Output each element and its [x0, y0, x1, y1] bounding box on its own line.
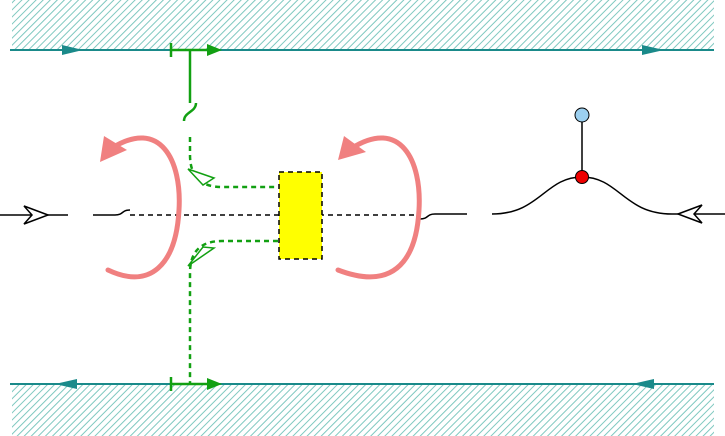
left-curved-loop-arrow-icon: [100, 135, 182, 280]
green-dashed-lower-path: [187, 239, 278, 384]
top-wall: [10, 0, 714, 55]
bump-curve: [491, 107, 725, 224]
top-wall-arrow-right-icon: [642, 45, 664, 55]
upper-open-arrow-icon: [187, 168, 216, 186]
top-wall-arrow-left-icon: [62, 45, 83, 55]
top-wall-hatch: [12, 0, 714, 50]
green-dashed-upper-path: [187, 137, 278, 189]
bottom-wall-arrow-left-icon: [55, 379, 77, 389]
top-break-mark-icon: [182, 102, 198, 122]
bottom-wall-arrow-right-icon: [632, 379, 654, 389]
axis-left-open-arrow-icon: [23, 205, 51, 225]
red-node-icon: [575, 170, 589, 184]
blue-node-icon: [574, 107, 590, 123]
axis-left-break-mark-icon: [114, 209, 131, 216]
central-axis: [0, 205, 467, 225]
lower-open-arrow-icon: [187, 246, 217, 267]
bottom-wall: [10, 379, 714, 436]
axis-right-break-mark-icon: [419, 213, 436, 220]
right-curved-loop-arrow-icon: [335, 135, 422, 280]
bump-open-arrow-icon: [675, 204, 703, 224]
yellow-box: [278, 171, 323, 260]
bottom-wall-hatch: [12, 384, 714, 436]
top-tee-arrow-icon: [169, 43, 222, 122]
